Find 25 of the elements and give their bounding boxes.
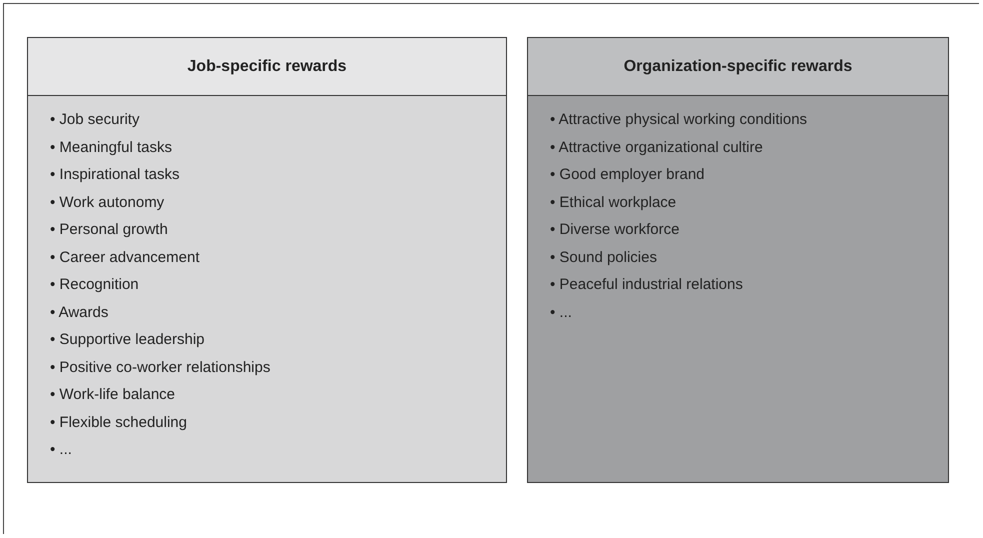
list-item: • Ethical workplace [550,192,678,212]
list-item: • Work autonomy [50,192,166,212]
list-item: • Diverse workforce [550,220,680,239]
list-item: • Awards [50,302,110,322]
list-item: • Attractive physical working conditions [550,110,808,129]
panel-heading: Organization-specific rewards [528,38,948,96]
panel-heading: Job-specific rewards [28,38,506,96]
list-item: • ... [50,440,73,459]
list-item: • Peaceful industrial relations [550,275,744,294]
list-item: • Inspirational tasks [50,165,180,184]
list-item: • Work-life balance [50,385,176,404]
list-item: • Good employer brand [550,165,706,184]
list-item: • Job security [50,110,140,129]
list-item: • Meaningful tasks [50,138,173,156]
list-item: • Career advancement [50,248,200,266]
list-item: • Supportive leadership [50,330,206,349]
reward-panel [27,37,507,483]
list-item: • Attractive organizational cultire [550,138,764,156]
list-item: • ... [550,302,573,322]
reward-panel [527,37,949,483]
list-item: • Sound policies [550,248,658,266]
list-item: • Personal growth [50,220,169,239]
list-item: • Positive co-worker relationships [50,358,272,376]
list-item: • Flexible scheduling [50,412,188,432]
list-item: • Recognition [50,275,140,294]
